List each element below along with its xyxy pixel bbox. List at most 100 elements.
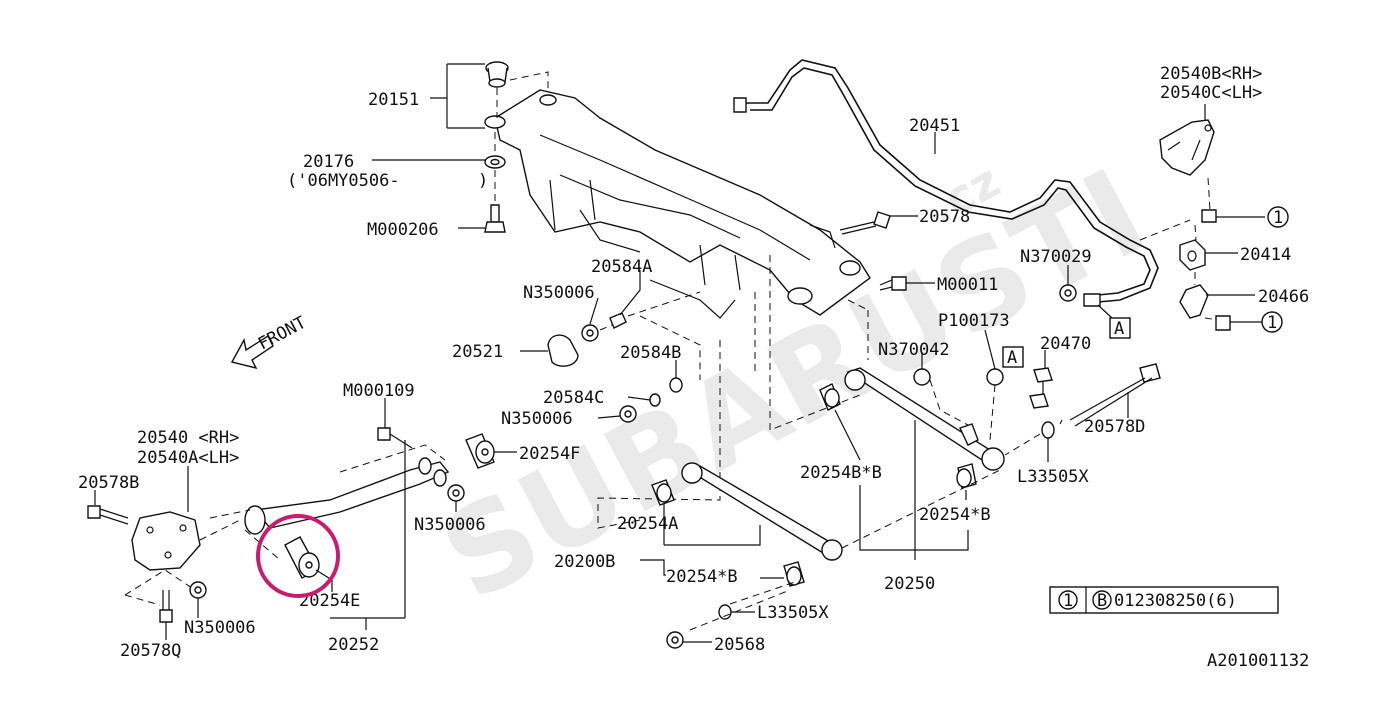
stabilizer-bar-20451 — [733, 59, 1159, 307]
nut-n350006-b — [619, 405, 637, 423]
callout-20540b-rh[interactable]: 20540B<RH> — [1160, 64, 1262, 84]
bolt-m000109 — [377, 427, 413, 449]
stabilizer-link-20470 — [1029, 367, 1053, 409]
callout-20176[interactable]: 20176 — [303, 152, 354, 172]
circle-1b-label: 1 — [1267, 313, 1277, 333]
callout-n350006-b[interactable]: N350006 — [501, 409, 573, 429]
callout-m000206[interactable]: M000206 — [367, 220, 439, 240]
callout-20250[interactable]: 20250 — [884, 574, 935, 594]
callout-20540-rh[interactable]: 20540 <RH> — [137, 428, 239, 448]
callout-p20470[interactable]: 20470 — [1040, 334, 1091, 354]
callout-m00011[interactable]: M00011 — [937, 275, 998, 295]
callout-20584a[interactable]: 20584A — [591, 257, 652, 277]
callout-20254a[interactable]: 20254A — [617, 514, 678, 534]
bolt-20578b — [87, 505, 129, 525]
bushing-20254sb2 — [783, 561, 805, 587]
bolt-circle-1a — [1201, 209, 1217, 223]
bushing-20254bb — [819, 383, 841, 411]
clamp-20466 — [1179, 284, 1209, 319]
bushing-20414 — [1179, 239, 1206, 271]
callout-20584c[interactable]: 20584C — [543, 388, 604, 408]
callout-20151[interactable]: 20151 — [368, 90, 419, 110]
mount-bushing-20151 — [485, 61, 509, 88]
callout-20414[interactable]: 20414 — [1240, 245, 1291, 265]
callout-20578d[interactable]: 20578D — [1084, 417, 1145, 437]
callout-20200b[interactable]: 20200B — [554, 552, 615, 572]
callout-n350006-c[interactable]: N350006 — [414, 515, 486, 535]
callout-20540a-lh[interactable]: 20540A<LH> — [137, 448, 239, 468]
callout-20578b[interactable]: 20578B — [78, 473, 139, 493]
link-20250 — [844, 367, 1005, 471]
callout-20254e[interactable]: 20254E — [299, 591, 360, 611]
bolt-20578q — [159, 590, 173, 623]
callout-20540c-lh[interactable]: 20540C<LH> — [1160, 83, 1262, 103]
callout-20521[interactable]: 20521 — [452, 342, 503, 362]
front-arrow: FRONT — [230, 313, 310, 370]
bracket-20540b — [1159, 119, 1215, 176]
bolt-m00011 — [879, 276, 907, 291]
subframe-crossmember — [484, 89, 871, 319]
bolt-20578d — [1069, 363, 1161, 427]
legend-code: 012308250(6) — [1114, 591, 1237, 611]
bump-stop-20521 — [547, 334, 579, 367]
callout-n370042[interactable]: N370042 — [878, 340, 950, 360]
bolt-m000206 — [484, 204, 506, 233]
bracket-20540 — [131, 511, 201, 571]
circle-1b — [1261, 311, 1283, 333]
bushing-20254a — [651, 479, 675, 506]
callout-20466[interactable]: 20466 — [1258, 287, 1309, 307]
bolt-20578 — [839, 211, 891, 235]
callout-m000109[interactable]: M000109 — [343, 381, 415, 401]
callout-20254f[interactable]: 20254F — [519, 444, 580, 464]
nut-n350006-a — [581, 324, 599, 342]
legend-code-circle-label: B — [1097, 591, 1107, 611]
ref-box-a2-label: A — [1007, 348, 1017, 368]
link-20200b — [681, 462, 843, 561]
nut-n350006-d — [189, 581, 207, 599]
nut-n350006-c — [447, 484, 465, 502]
callout-20176-note: ('06MY0506- — [287, 171, 400, 191]
callout-n370029[interactable]: N370029 — [1020, 247, 1092, 267]
callout-20451[interactable]: 20451 — [909, 116, 960, 136]
callout-l33505x-a[interactable]: L33505X — [1017, 467, 1089, 487]
legend-circle-label: 1 — [1063, 591, 1073, 611]
ref-box-a2: A — [1002, 346, 1024, 368]
washer-l33505x-a — [1041, 421, 1055, 439]
callout-20254sb2[interactable]: 20254*B — [666, 567, 738, 587]
legend-circle — [1058, 590, 1078, 610]
washer-20176 — [484, 155, 506, 169]
callout-20176-note-end: ) — [478, 171, 488, 191]
callout-p100173[interactable]: P100173 — [938, 311, 1010, 331]
bolt-circle-1b — [1215, 315, 1231, 331]
diagram-id: A201001132 — [1207, 651, 1309, 671]
legend-box: 1 B 012308250(6) — [1049, 586, 1279, 614]
trailing-link-20252 — [244, 457, 450, 535]
bushing-20254sb — [956, 463, 977, 489]
front-label: FRONT — [255, 313, 310, 355]
callout-n350006-a[interactable]: N350006 — [523, 283, 595, 303]
highlight-circle — [256, 514, 340, 598]
callout-20254sb[interactable]: 20254*B — [919, 505, 991, 525]
washer-l33505x-b — [718, 604, 732, 620]
callout-20584b[interactable]: 20584B — [620, 343, 681, 363]
washer-n370042 — [913, 368, 931, 386]
bracket-20584a — [609, 312, 627, 329]
callout-20254bb[interactable]: 20254B*B — [800, 463, 882, 483]
ref-box-a1: A — [1109, 317, 1131, 339]
washer-20584c — [649, 393, 661, 407]
bushing-20254e — [284, 536, 320, 579]
washer-p100173 — [986, 368, 1004, 386]
bushing-20254f — [465, 433, 495, 469]
legend-code-circle — [1092, 590, 1112, 610]
callout-20252[interactable]: 20252 — [328, 635, 379, 655]
callout-n350006-d[interactable]: N350006 — [184, 618, 256, 638]
callout-20578[interactable]: 20578 — [919, 207, 970, 227]
callout-l33505x-b[interactable]: L33505X — [757, 603, 829, 623]
washer-n370029 — [1059, 284, 1077, 302]
ref-box-a1-label: A — [1114, 319, 1124, 339]
callout-20578q[interactable]: 20578Q — [120, 641, 181, 661]
circle-1a — [1267, 206, 1289, 228]
callout-20568[interactable]: 20568 — [714, 635, 765, 655]
